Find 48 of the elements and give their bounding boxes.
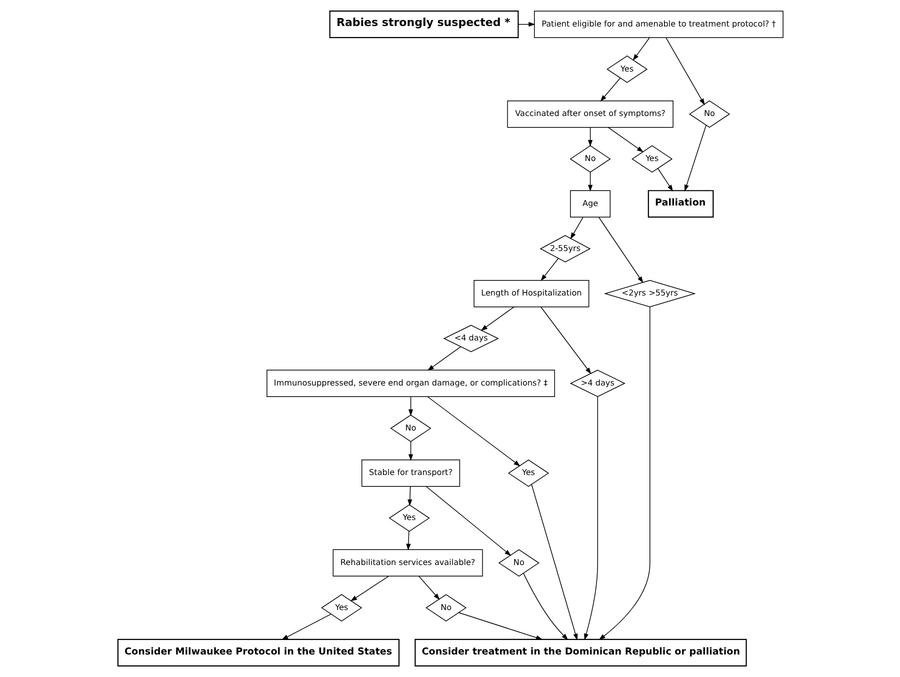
node-box: Palliation xyxy=(647,190,714,218)
arrow xyxy=(408,441,413,461)
arrow xyxy=(418,576,440,600)
arrow xyxy=(480,306,514,331)
node-box: Stable for transport? xyxy=(360,460,460,487)
arrow xyxy=(517,22,535,27)
arrow xyxy=(425,486,511,556)
node-box: Length of Hospitalization xyxy=(473,280,589,308)
arrow xyxy=(540,258,558,281)
arrow xyxy=(408,396,413,416)
node-box: Immunosuppressed, severe end organ damage, or complications? ‡ xyxy=(266,370,554,397)
arrow xyxy=(587,172,592,192)
node-box: Consider treatment in the Dominican Republic or palliation xyxy=(414,638,746,666)
arrow xyxy=(584,396,598,640)
arrow xyxy=(665,37,704,106)
arrow xyxy=(426,346,460,371)
node-diamond: No xyxy=(688,100,730,128)
node-box: Consider Milwaukee Protocol in the United States xyxy=(116,638,400,666)
arrow xyxy=(458,612,542,640)
arrow xyxy=(684,124,706,192)
node-diamond: No xyxy=(569,145,610,173)
arrow xyxy=(426,396,520,466)
arrow xyxy=(607,127,644,152)
arrow xyxy=(540,306,591,374)
arrow xyxy=(600,78,620,102)
arrow xyxy=(406,530,410,550)
node-box: Rehabilitation services available? xyxy=(332,549,482,577)
node-box: Age xyxy=(570,190,610,218)
arrow xyxy=(587,127,592,147)
node-diamond: 2-55yrs xyxy=(539,235,590,262)
node-diamond: <2yrs >55yrs xyxy=(603,280,696,308)
arrow xyxy=(407,486,412,506)
node-diamond: Yes xyxy=(606,56,648,83)
arrow xyxy=(657,168,673,192)
arrow xyxy=(522,572,568,640)
arrow xyxy=(632,37,650,61)
node-diamond: Yes xyxy=(388,504,430,532)
node-diamond: >4 days xyxy=(569,370,625,398)
arrow xyxy=(598,306,650,640)
node-box: Patient eligible for and amenable to treatment protocol? † xyxy=(534,10,783,38)
arrow xyxy=(350,576,389,602)
node-box: Vaccinated after onset of symptoms? xyxy=(506,100,673,128)
node-box: Rabies strongly suspected * xyxy=(328,10,518,38)
arrow xyxy=(281,614,331,640)
node-diamond: No xyxy=(390,414,431,442)
arrow xyxy=(570,216,583,240)
arrow xyxy=(598,216,643,284)
arrow xyxy=(530,484,578,640)
